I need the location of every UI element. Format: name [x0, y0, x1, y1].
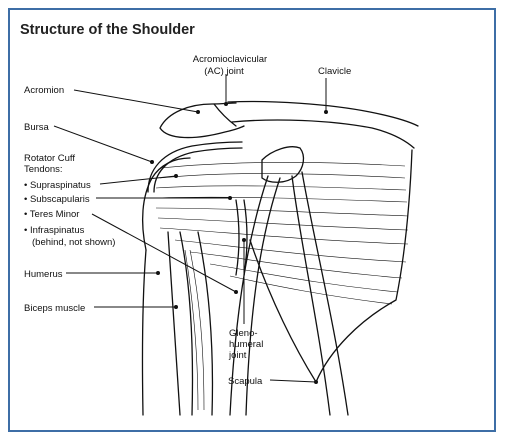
clavicle-shape: [227, 100, 419, 149]
label-gleno-2: humeral: [229, 339, 263, 350]
rotator-cuff-fibers: [155, 162, 409, 305]
leader-lines: [53, 74, 328, 384]
label-rotator-cuff-1: Rotator Cuff: [24, 153, 75, 164]
label-gleno-1: Gleno-: [229, 328, 258, 339]
figure-frame: [8, 8, 496, 432]
label-ac-joint-2: (AC) joint: [204, 66, 244, 77]
humerus-shaft: [141, 249, 147, 416]
figure-title: Structure of the Shoulder: [20, 22, 195, 38]
scapula-shape: [249, 149, 413, 383]
label-clavicle: Clavicle: [318, 66, 351, 77]
label-ac-joint-1: Acromioclavicular: [193, 54, 267, 65]
humeral-head: [142, 157, 191, 251]
shoulder-illustration: [141, 100, 419, 416]
label-infraspinatus-1: • Infraspinatus: [24, 225, 85, 236]
label-rotator-cuff-2: Tendons:: [24, 164, 63, 175]
label-subscapularis: • Subscapularis: [24, 194, 90, 205]
label-supraspinatus: • Supraspinatus: [24, 180, 91, 191]
label-teres-minor: • Teres Minor: [24, 209, 79, 220]
acromion-shape: [159, 102, 245, 139]
label-gleno-3: joint: [228, 350, 247, 361]
label-bursa: Bursa: [24, 122, 50, 133]
glenohumeral-joint: [235, 199, 240, 276]
label-scapula: Scapula: [228, 376, 263, 387]
label-acromion: Acromion: [24, 85, 64, 96]
label-humerus: Humerus: [24, 269, 63, 280]
label-biceps: Biceps muscle: [24, 303, 85, 314]
labels: Acromioclavicular (AC) joint Clavicle Ac…: [24, 54, 351, 387]
biceps-shape: [179, 231, 194, 416]
bursa-shape: [147, 141, 243, 193]
coracoid: [261, 146, 305, 183]
label-infraspinatus-2: (behind, not shown): [32, 237, 115, 248]
